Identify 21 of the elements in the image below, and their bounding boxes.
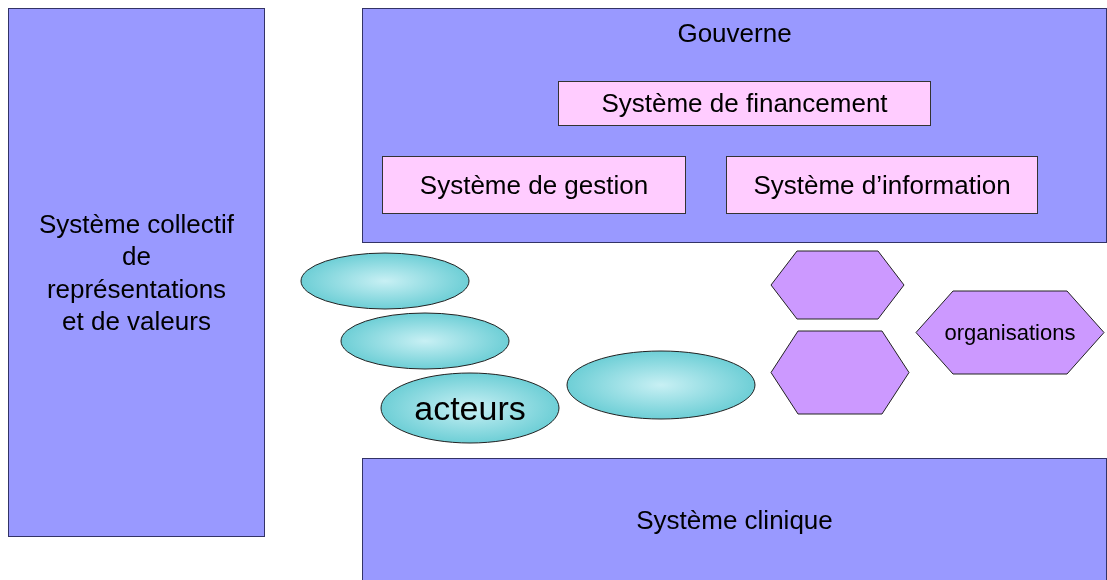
panel-title: Système clinique xyxy=(636,504,833,537)
subsystem-box xyxy=(382,156,686,214)
organisation-hexagon xyxy=(770,250,905,320)
ellipse-label: acteurs xyxy=(414,387,526,429)
system-panel xyxy=(362,8,1107,243)
box-label: Système de financement xyxy=(601,87,888,120)
organisation-hexagon xyxy=(770,330,910,415)
actor-ellipse xyxy=(380,372,560,444)
subsystem-box xyxy=(558,81,931,126)
system-panel xyxy=(362,458,1107,580)
actor-ellipse xyxy=(300,252,470,310)
organisation-hexagon xyxy=(915,290,1105,375)
box-label: Système d’information xyxy=(753,168,1011,202)
panel-title: Système collectif de représentations et de valeurs xyxy=(37,207,236,338)
box-label: Système de gestion xyxy=(419,168,649,202)
system-panel xyxy=(8,8,265,537)
subsystem-box xyxy=(726,156,1038,214)
panel-title: Gouverne xyxy=(677,17,792,50)
actor-ellipse xyxy=(566,350,756,420)
actor-ellipse xyxy=(340,312,510,370)
hexagon-label: organisations xyxy=(944,318,1076,347)
